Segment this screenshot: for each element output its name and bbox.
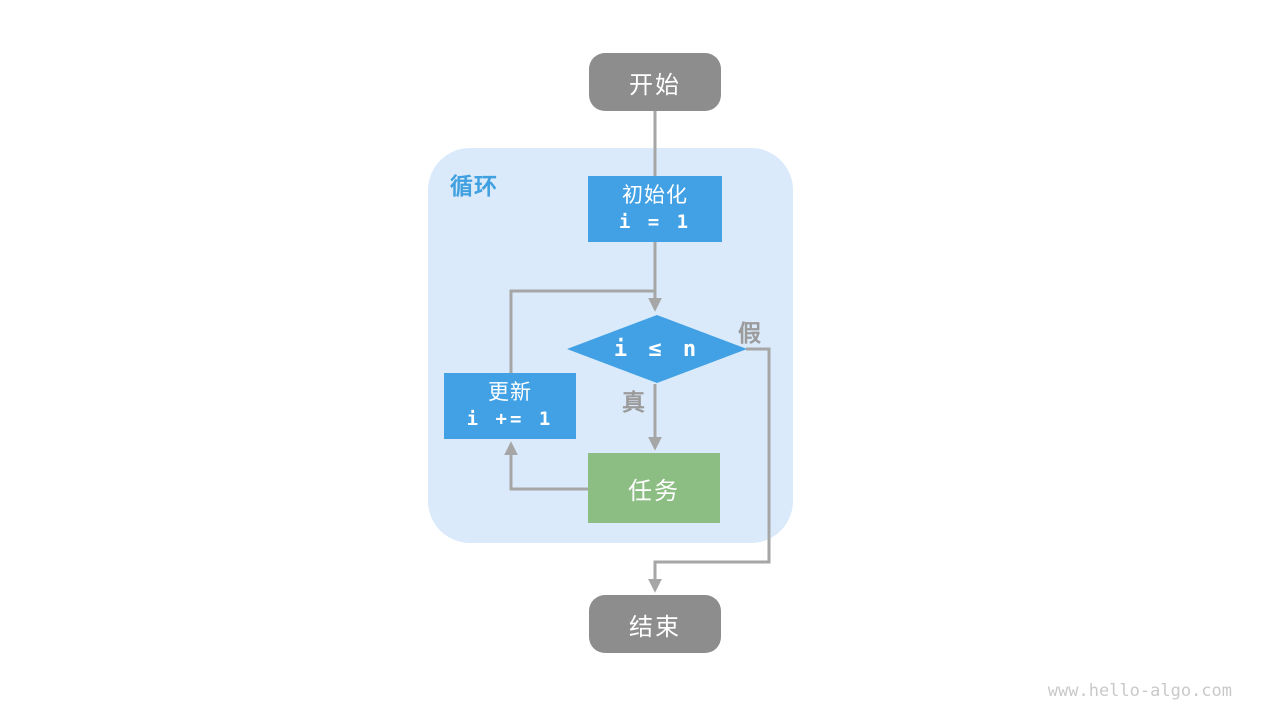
node-update-title: 更新 — [488, 381, 532, 404]
node-init: 初始化 i = 1 — [588, 176, 722, 242]
edge-label-true: 真 — [622, 389, 645, 415]
node-init-code: i = 1 — [618, 211, 692, 234]
node-task: 任务 — [588, 453, 720, 523]
node-end-label: 结束 — [629, 613, 681, 641]
node-init-title: 初始化 — [622, 184, 688, 207]
node-condition-label: i ≤ n — [613, 336, 701, 362]
edge-label-false: 假 — [738, 320, 761, 346]
node-task-label: 任务 — [628, 477, 680, 505]
node-end: 结束 — [589, 595, 721, 653]
node-start-label: 开始 — [629, 71, 681, 99]
node-update-code: i += 1 — [466, 408, 554, 431]
loop-container-label: 循环 — [450, 173, 498, 199]
node-update: 更新 i += 1 — [444, 373, 576, 439]
watermark-url: www.hello-algo.com — [1047, 681, 1232, 701]
node-start: 开始 — [589, 53, 721, 111]
